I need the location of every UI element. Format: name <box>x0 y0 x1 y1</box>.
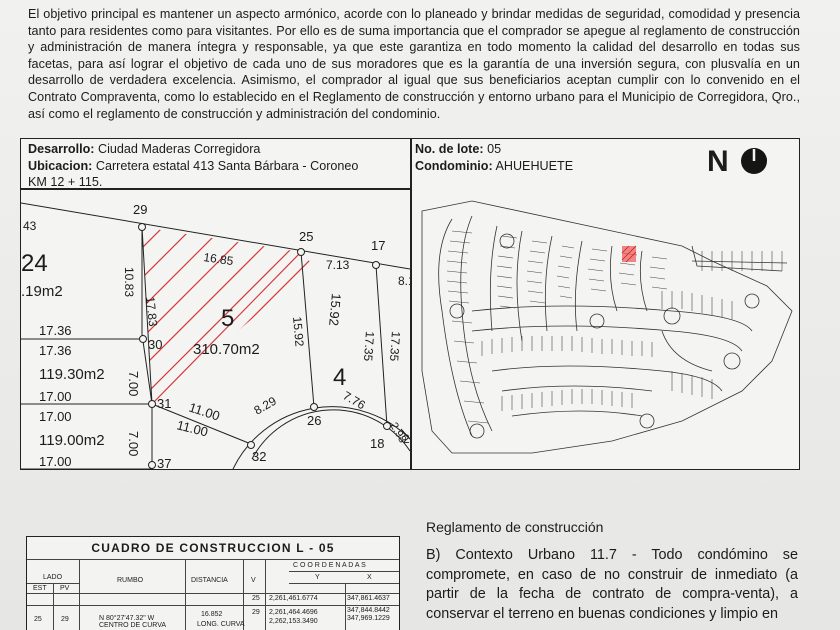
row1-distancia: 16.852 <box>201 611 223 618</box>
lot-5-location-marker <box>621 245 637 263</box>
dim-17-35-b: 17.35 <box>387 331 403 362</box>
lot-plan-drawing: 29 25 17 30 31 26 18 32 37 43 8.1 2 5 31… <box>21 202 410 469</box>
lot-5-number: 5 <box>221 305 234 332</box>
lot-5-area: 310.70m2 <box>193 341 260 358</box>
vertex-8-1: 8.1 <box>398 274 410 288</box>
row2-distancia: LONG. CURVA <box>197 621 245 628</box>
row1-pv: 29 <box>61 616 69 623</box>
vertex-2: 2 <box>403 432 410 446</box>
cuadro-title: CUADRO DE CONSTRUCCION L - 05 <box>91 541 335 555</box>
header-divider <box>21 188 410 190</box>
lot-header-left: Desarrollo: Ciudad Maderas Corregidora U… <box>28 141 358 191</box>
lot-4-number: 4 <box>333 364 346 391</box>
row1-est: 25 <box>34 616 42 623</box>
vertex-25: 25 <box>299 229 313 244</box>
vertex-32: 32 <box>252 449 266 464</box>
ubicacion-label: Ubicacion: <box>28 158 93 173</box>
dim-15-92-b: 15.92 <box>290 316 307 347</box>
col-v: V <box>251 577 256 584</box>
row2-rumbo: CENTRO DE CURVA <box>99 622 167 629</box>
desarrollo-value: Ciudad Maderas Corregidora <box>98 142 261 156</box>
reglamento-title: Reglamento de construcción <box>426 519 604 535</box>
desarrollo-label: Desarrollo: <box>28 142 95 156</box>
lot-header-right: No. de lote: 05 Condominio: AHUEHUETE <box>415 141 573 174</box>
dim-17-36-b: 17.36 <box>39 343 72 358</box>
row0-x: 347,861.4637 <box>347 595 390 602</box>
dim-16-85: 16.85 <box>203 250 235 268</box>
col-y: Y <box>315 574 320 581</box>
condominio-value: AHUEHUETE <box>495 158 574 173</box>
vertex-37: 37 <box>157 456 171 469</box>
ubicacion-value-2: KM 12 + 115. <box>28 175 103 189</box>
row1-v: 29 <box>252 609 260 616</box>
col-pv: PV <box>60 585 70 592</box>
row2-x: 347,969.1229 <box>347 615 390 622</box>
lot-plan-frame: Desarrollo: Ciudad Maderas Corregidora U… <box>20 138 800 470</box>
dim-7-00-a: 7.00 <box>126 371 141 396</box>
vertex-43: 43 <box>23 219 37 233</box>
col-distancia: DISTANCIA <box>191 577 228 584</box>
dim-15-92-a: 15.92 <box>326 293 344 327</box>
vertex-17: 17 <box>371 238 385 253</box>
vertex-30: 30 <box>148 337 162 352</box>
dim-8-29: 8.29 <box>252 394 280 418</box>
dim-17-36-a: 17.36 <box>39 323 72 338</box>
north-label: N <box>707 145 729 178</box>
area-119-00: 119.00m2 <box>39 432 105 449</box>
dim-10-83: 10.83 <box>122 267 136 297</box>
col-x: X <box>367 574 372 581</box>
ubicacion-value: Carretera estatal 413 Santa Bárbara - Co… <box>95 158 359 173</box>
col-est: EST <box>33 585 47 592</box>
lote-value: 05 <box>487 142 502 156</box>
col-rumbo: RUMBO <box>117 577 144 584</box>
col-coordenadas: C O O R D E N A D A S <box>293 562 366 569</box>
row1-y: 2,261,464.4696 <box>269 609 318 616</box>
dim-17-83: 17.83 <box>143 296 160 328</box>
lote-label: No. de lote: <box>415 142 484 156</box>
row1-rumbo: N 80°27'47.32" W <box>99 615 155 622</box>
reglamento-body: B) Contexto Urbano 11.7 - Todo condómino… <box>426 547 798 622</box>
row0-y: 2,261,461.6774 <box>269 595 318 602</box>
dim-7-00-b: 7.00 <box>126 431 141 456</box>
vertex-31: 31 <box>157 396 171 411</box>
vertex-26: 26 <box>307 413 321 428</box>
dim-7-13: 7.13 <box>326 258 350 272</box>
dim-17-00-c: 17.00 <box>39 454 72 469</box>
dim-17-35-a: 17.35 <box>361 331 377 362</box>
dim-17-00-a: 17.00 <box>39 389 72 404</box>
site-map <box>421 200 793 454</box>
row0-v: 25 <box>252 595 260 602</box>
row2-y: 2,262,153.3490 <box>269 618 318 625</box>
lot-24-area: .19m2 <box>21 283 63 300</box>
intro-paragraph: El objetivo principal es mantener un asp… <box>28 7 800 121</box>
dim-17-00-b: 17.00 <box>39 409 72 424</box>
frame-divider <box>410 139 412 469</box>
col-lado: LADO <box>43 574 63 581</box>
row1-x: 347,844.8442 <box>347 607 390 614</box>
north-arrow-icon <box>741 148 767 174</box>
area-119-30: 119.30m2 <box>39 366 105 383</box>
condominio-label: Condominio: <box>415 158 493 173</box>
cuadro-construccion-table: CUADRO DE CONSTRUCCION L - 05 LADO EST P… <box>26 536 400 630</box>
dim-11-00-b: 11.00 <box>175 417 209 439</box>
vertex-18: 18 <box>370 436 384 451</box>
vertex-29: 29 <box>133 202 147 217</box>
lot-24-number: 24 <box>21 250 48 277</box>
lot-5-hatch <box>142 227 314 404</box>
